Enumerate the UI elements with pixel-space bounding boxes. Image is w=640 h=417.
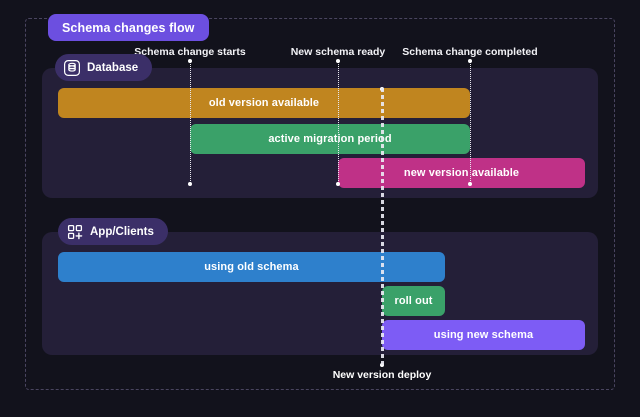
bar-active-migration-period[interactable]: active migration period xyxy=(190,124,470,154)
bar-using-old-schema[interactable]: using old schema xyxy=(58,252,445,282)
bar-roll-out[interactable]: roll out xyxy=(382,286,445,316)
marker-dot-top-new-schema-ready xyxy=(336,59,340,63)
bar-using-new-schema[interactable]: using new schema xyxy=(382,320,585,350)
deploy-marker-label: New version deploy xyxy=(332,369,432,381)
diagram-outer-frame xyxy=(25,18,615,390)
section-pill-label-database: Database xyxy=(87,61,139,74)
bar-old-version-available[interactable]: old version available xyxy=(58,88,470,118)
marker-label-schema-change-starts: Schema change starts xyxy=(134,46,246,58)
marker-dot-bottom-schema-change-starts xyxy=(188,182,192,186)
marker-label-schema-change-completed: Schema change completed xyxy=(402,46,538,58)
bar-label: using new schema xyxy=(433,329,534,341)
flow-title-label: Schema changes flow xyxy=(62,20,195,35)
section-pill-database[interactable]: Database xyxy=(55,54,153,81)
database-icon xyxy=(64,59,80,76)
marker-dot-bottom-new-schema-ready xyxy=(336,182,340,186)
bar-label: using old schema xyxy=(204,261,299,273)
bar-label: active migration period xyxy=(268,133,392,145)
section-pill-app-clients[interactable]: App/Clients xyxy=(58,218,168,245)
bar-label: new version available xyxy=(403,167,520,179)
marker-line-new-schema-ready xyxy=(338,60,339,185)
deploy-marker-line xyxy=(381,88,384,365)
marker-dot-bottom-schema-change-completed xyxy=(468,182,472,186)
marker-line-schema-change-completed xyxy=(470,60,471,185)
section-pill-label-app-clients: App/Clients xyxy=(90,225,154,238)
marker-line-schema-change-starts xyxy=(190,60,191,185)
bar-label: old version available xyxy=(208,97,320,109)
bar-new-version-available[interactable]: new version available xyxy=(338,158,585,188)
deploy-marker-dot-bottom xyxy=(380,363,384,367)
marker-label-new-schema-ready: New schema ready xyxy=(290,46,386,58)
marker-dot-top-schema-change-completed xyxy=(468,59,472,63)
flow-title-badge: Schema changes flow xyxy=(48,14,209,41)
bar-label: roll out xyxy=(394,295,433,307)
app-grid-add-icon xyxy=(67,224,83,240)
marker-dot-top-schema-change-starts xyxy=(188,59,192,63)
